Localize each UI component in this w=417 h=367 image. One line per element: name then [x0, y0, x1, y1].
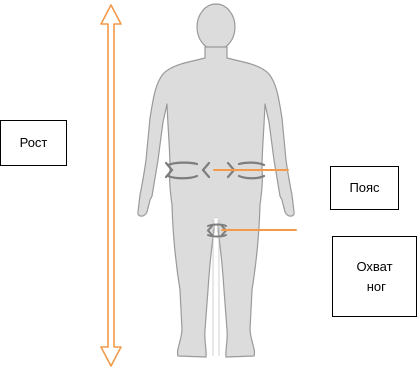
height-arrow — [101, 5, 121, 366]
waist-label: Пояс — [330, 166, 399, 210]
leg-label-line1: Охват — [356, 257, 392, 277]
height-label-text: Рост — [20, 133, 48, 153]
human-silhouette — [138, 4, 294, 357]
leg-circumference-label: Охват ног — [332, 236, 417, 317]
waist-label-text: Пояс — [349, 178, 379, 198]
height-label: Рост — [0, 120, 67, 166]
leg-label-line2: ног — [356, 277, 392, 297]
